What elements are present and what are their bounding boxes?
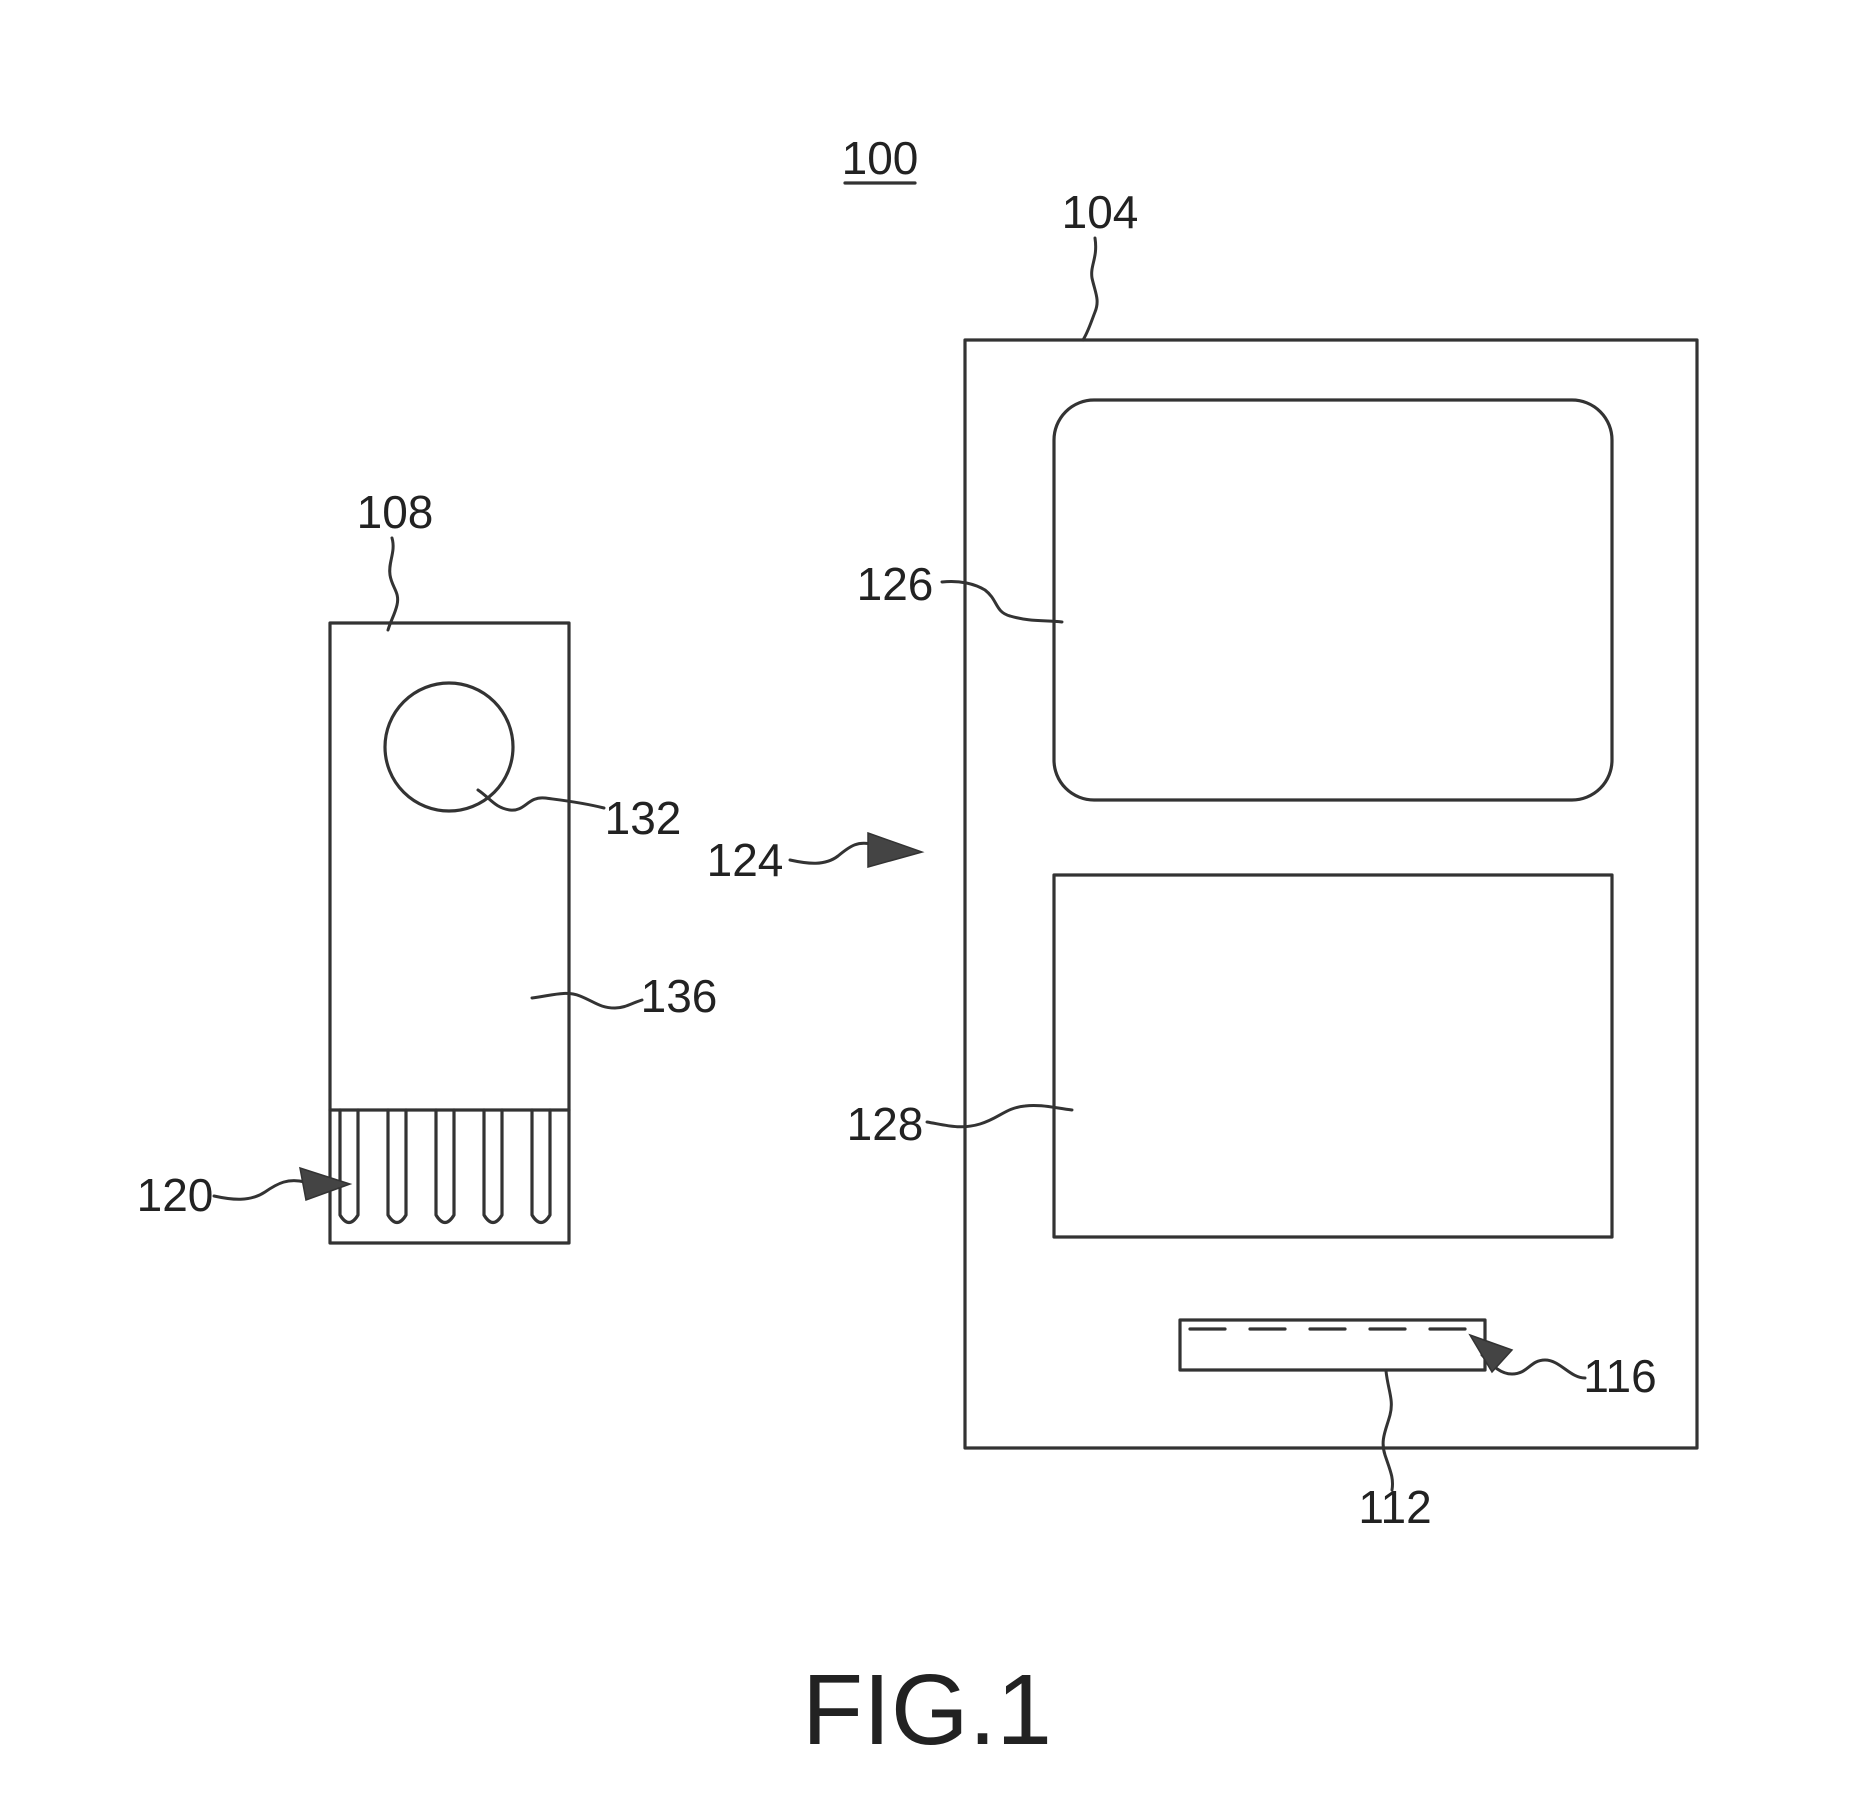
contact-finger — [388, 1110, 406, 1223]
leader-126 — [942, 581, 1062, 622]
contact-finger — [484, 1110, 502, 1223]
leader-120 — [214, 1181, 305, 1200]
display-screen — [1054, 400, 1612, 800]
arrow-120 — [300, 1168, 350, 1200]
leader-128 — [927, 1105, 1072, 1126]
arrow-124 — [868, 833, 922, 867]
contact-finger — [532, 1110, 550, 1223]
leader-112 — [1383, 1371, 1392, 1490]
strip-contacts — [340, 1110, 550, 1223]
label-120: 120 — [137, 1169, 214, 1221]
leader-104 — [1083, 238, 1097, 340]
test-strip — [330, 623, 569, 1243]
leader-132 — [478, 790, 604, 810]
sample-circle — [385, 683, 513, 811]
arrow-116 — [1470, 1335, 1512, 1372]
leader-108 — [388, 538, 398, 630]
contact-finger — [340, 1110, 358, 1223]
contact-finger — [436, 1110, 454, 1223]
label-104: 104 — [1062, 186, 1139, 238]
label-116: 116 — [1583, 1350, 1656, 1402]
leader-124 — [790, 843, 875, 863]
label-112: 112 — [1358, 1481, 1431, 1533]
label-124: 124 — [707, 834, 784, 886]
meter-device — [965, 340, 1697, 1448]
label-126: 126 — [857, 558, 934, 610]
strip-port — [1180, 1320, 1485, 1370]
label-100: 100 — [842, 132, 919, 184]
label-108: 108 — [357, 486, 434, 538]
device-housing — [965, 340, 1697, 1448]
electronics-panel — [1054, 875, 1612, 1237]
figure-caption: FIG.1 — [802, 1654, 1052, 1766]
label-136: 136 — [641, 970, 718, 1022]
leader-136 — [532, 993, 642, 1008]
label-128: 128 — [847, 1098, 924, 1150]
label-132: 132 — [605, 792, 682, 844]
